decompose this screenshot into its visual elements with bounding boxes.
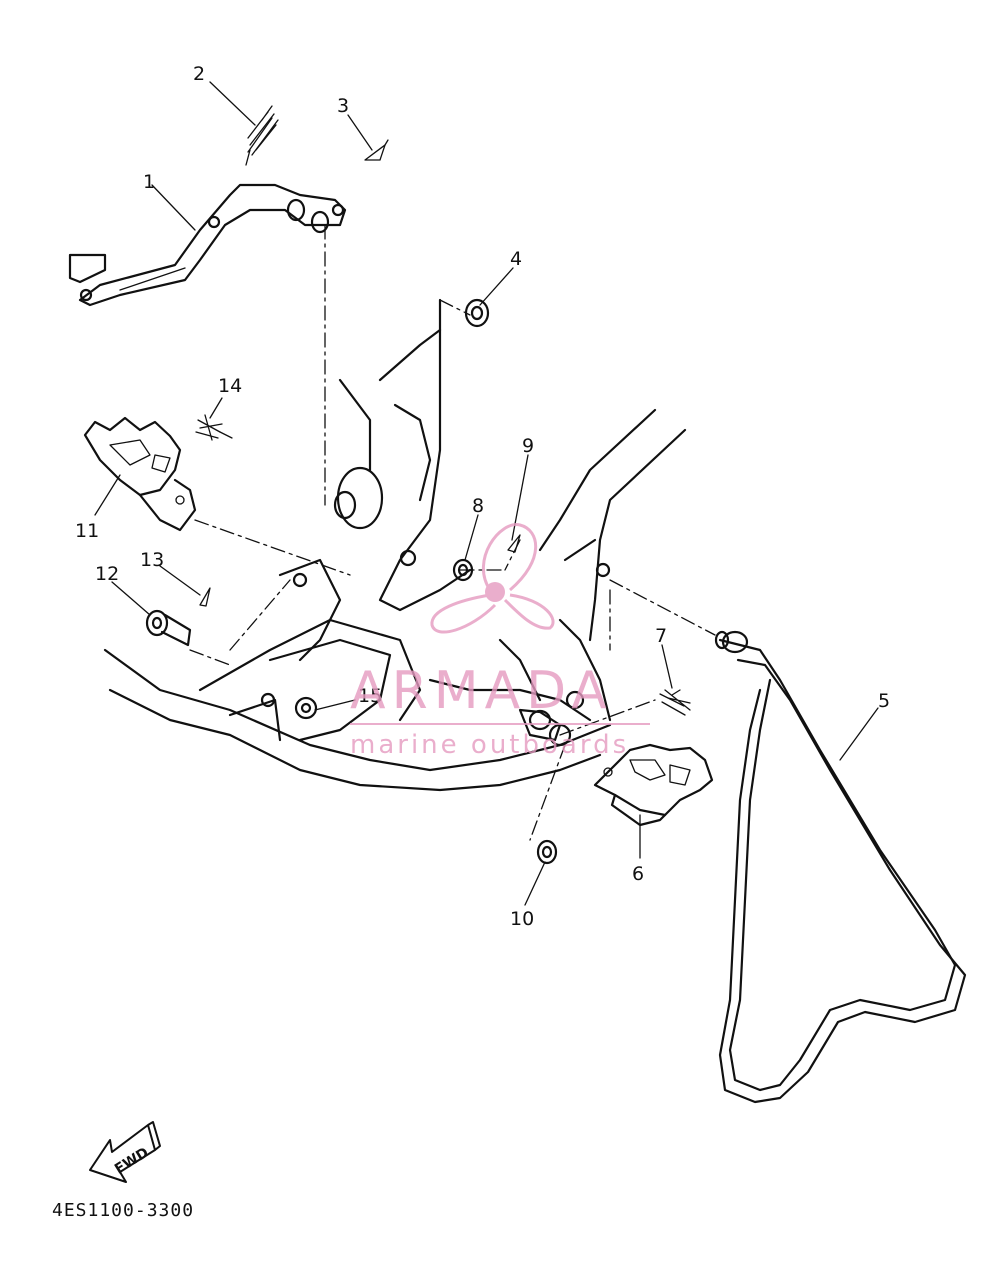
- label-part-13: 13: [140, 549, 164, 571]
- label-part-15: 15: [358, 685, 382, 707]
- label-part-3: 3: [337, 95, 349, 117]
- spring-7: [659, 689, 691, 716]
- label-part-12: 12: [95, 563, 119, 585]
- cotter-pin-9: [507, 534, 521, 553]
- brake-pedal: [68, 183, 347, 307]
- footrest-11: [83, 416, 197, 532]
- label-part-9: 9: [522, 435, 534, 457]
- label-part-14: 14: [218, 375, 242, 397]
- cotter-pin-13: [199, 587, 211, 607]
- sidestand-5: [714, 630, 967, 1104]
- frame-drawing: [103, 298, 687, 792]
- label-part-1: 1: [143, 171, 155, 193]
- watermark: ARMADA marine outboards: [350, 523, 650, 760]
- leader-lines: [94, 81, 879, 906]
- label-part-7: 7: [655, 625, 667, 647]
- label-part-6: 6: [632, 863, 644, 885]
- label-part-5: 5: [878, 690, 890, 712]
- label-part-11: 11: [75, 520, 99, 542]
- reference-code: 4ES1100-3300: [52, 1200, 195, 1221]
- watermark-subtitle: marine outboards: [350, 730, 629, 760]
- spring-14: [195, 414, 233, 441]
- label-part-8: 8: [472, 495, 484, 517]
- watermark-hub: [485, 582, 505, 602]
- washer-4: [464, 298, 490, 328]
- washer-10: [536, 839, 558, 865]
- watermark-title: ARMADA: [350, 661, 613, 721]
- pin-12: [145, 609, 192, 647]
- collar-8: [452, 558, 474, 582]
- part-number-labels: 2 3 1 4 14 9 8 11 13 12 7 15 5 6 10: [75, 63, 890, 930]
- label-part-10: 10: [510, 908, 534, 930]
- label-part-4: 4: [510, 248, 522, 270]
- cotter-pin-3: [364, 139, 389, 161]
- fwd-arrow-icon: FWD: [89, 1121, 161, 1183]
- watermark-propeller-logo: [430, 523, 555, 634]
- collar-15: [518, 708, 562, 742]
- spring-2: [245, 105, 279, 166]
- label-part-2: 2: [193, 63, 205, 85]
